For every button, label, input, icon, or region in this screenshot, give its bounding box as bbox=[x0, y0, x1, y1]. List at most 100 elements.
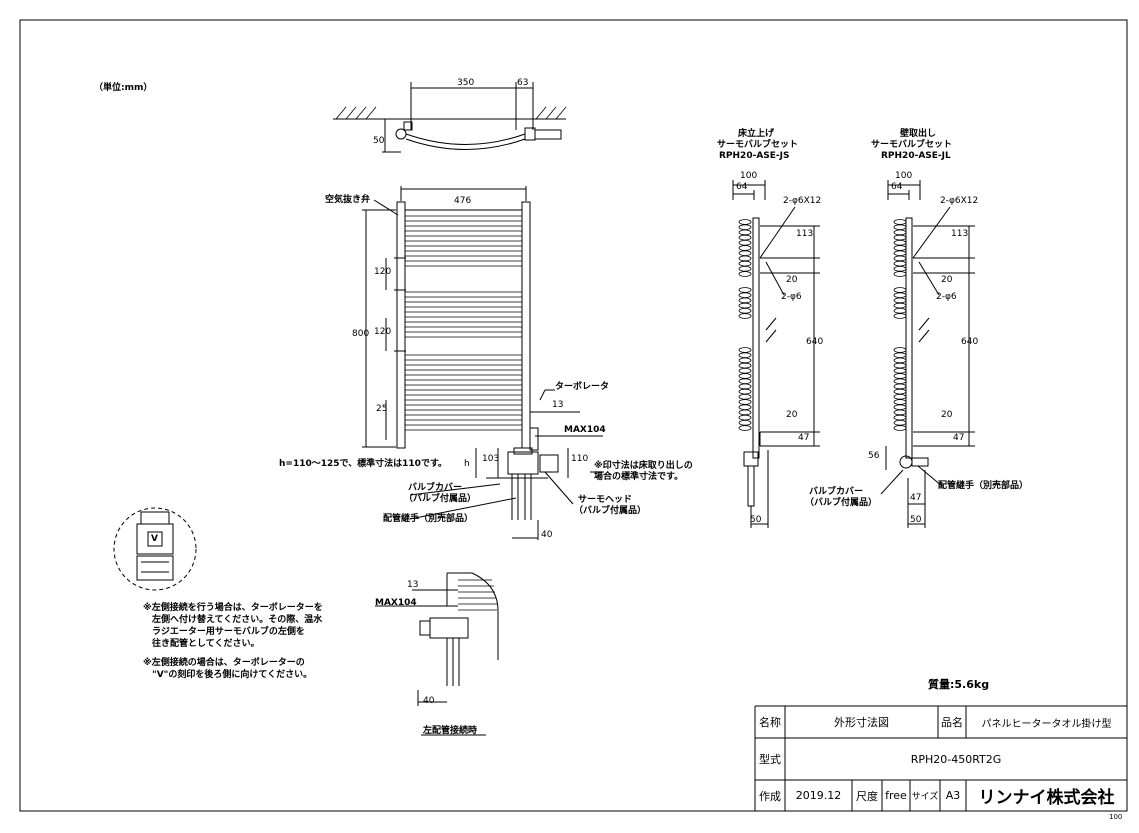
jl-dim-20a: 20 bbox=[941, 275, 953, 285]
jl-holes-1: 2-φ6X12 bbox=[940, 196, 979, 206]
coil-tube bbox=[893, 219, 907, 225]
note-left-connection: ※左側接続を行う場合は、ターボレーターを 左側へ付け替えてください。その際、温水… bbox=[143, 603, 323, 649]
coil-tube bbox=[738, 399, 752, 405]
left-max104: MAX104 bbox=[375, 598, 417, 608]
js-dim-113: 113 bbox=[796, 229, 814, 239]
mark-note-2: 場合の標準寸法です。 bbox=[594, 472, 684, 482]
coil-tube bbox=[893, 409, 907, 416]
thermo-head-label-2: （バルブ付属品） bbox=[574, 506, 647, 516]
coil-tube bbox=[738, 362, 752, 369]
unit-label: （単位:mm） bbox=[94, 83, 153, 93]
jl-dim-64: 64 bbox=[891, 182, 903, 192]
side-view-jl bbox=[880, 180, 975, 528]
coil-tube bbox=[893, 357, 907, 364]
js-title-3: RPH20-ASE-JS bbox=[719, 151, 790, 161]
coil-tube bbox=[893, 313, 907, 319]
front-dim-120b: 120 bbox=[374, 327, 392, 337]
top-dim-350: 350 bbox=[457, 78, 475, 88]
turbulator-label: ターボレータ bbox=[555, 382, 610, 392]
jl-dim-20b: 20 bbox=[941, 410, 953, 420]
js-dim-50: 50 bbox=[750, 515, 762, 525]
coil-tube bbox=[738, 219, 752, 225]
top-dim-50: 50 bbox=[373, 136, 385, 146]
coil-tube bbox=[893, 297, 907, 304]
js-dim-100: 100 bbox=[740, 171, 758, 181]
coil-tube bbox=[738, 367, 752, 374]
coil-tube bbox=[738, 302, 752, 309]
coil-tube bbox=[893, 271, 907, 277]
front-dim-13: 13 bbox=[552, 400, 564, 410]
coil-tube bbox=[893, 292, 907, 299]
coil-tube bbox=[893, 378, 907, 385]
jl-title-2: サーモバルブセット bbox=[871, 140, 953, 150]
coil-tube bbox=[893, 399, 907, 405]
coil-tube bbox=[738, 388, 752, 395]
thermo-head-label-1: サーモヘッド bbox=[578, 495, 633, 505]
mark-note-1: ※印寸法は床取り出しの bbox=[594, 461, 693, 471]
coil-tube bbox=[893, 352, 907, 359]
drawing-border bbox=[19, 19, 1128, 812]
coil-tube bbox=[738, 292, 752, 299]
coil-tube bbox=[738, 240, 752, 246]
tb-size-label: サイズ bbox=[911, 792, 939, 802]
front-dim-110: 110 bbox=[571, 454, 589, 464]
tb-name-label: 名称 bbox=[759, 716, 781, 729]
pipe-joint-label: 配管継手（別売部品） bbox=[383, 514, 474, 524]
coil-tube bbox=[893, 419, 907, 426]
coil-tube bbox=[893, 362, 907, 369]
note-v-mark: ※左側接続の場合は、ターボレーターの "V"の刻印を後ろ側に向けてください。 bbox=[143, 658, 313, 680]
coil-tube bbox=[738, 245, 752, 251]
coil-tube bbox=[893, 265, 907, 272]
coil-tube bbox=[738, 404, 752, 411]
coil-tube bbox=[893, 260, 907, 267]
turbulator-detail bbox=[113, 507, 197, 591]
coil-tube bbox=[893, 425, 907, 431]
tb-model-label: 型式 bbox=[759, 753, 781, 766]
front-dim-800: 800 bbox=[352, 329, 370, 339]
coil-tube bbox=[893, 255, 907, 262]
h-symbol: h bbox=[464, 459, 470, 469]
front-dim-103: 103 bbox=[482, 454, 500, 464]
coil-tube bbox=[738, 224, 752, 231]
left-pipe-detail bbox=[375, 572, 499, 736]
coil-tube bbox=[738, 414, 752, 421]
js-title-2: サーモバルブセット bbox=[717, 140, 799, 150]
coil-tube bbox=[738, 393, 752, 400]
front-dim-25: 25 bbox=[376, 404, 388, 414]
coil-tube bbox=[893, 240, 907, 246]
tb-product-value: パネルヒータータオル掛け型 bbox=[981, 718, 1112, 730]
air-vent-label: 空気抜き弁 bbox=[325, 195, 371, 205]
tb-scale-label: 尺度 bbox=[856, 789, 878, 803]
jl-pipe-joint: 配管継手（別売部品） bbox=[938, 481, 1029, 491]
jl-holes-2: 2-φ6 bbox=[936, 292, 957, 302]
coil-tube bbox=[738, 260, 752, 267]
coil-tube bbox=[738, 271, 752, 277]
coil-tube bbox=[738, 229, 752, 236]
js-dim-640: 640 bbox=[806, 337, 824, 347]
valve-cover-label-1: バルブカバー bbox=[408, 483, 463, 493]
left-dim-13: 13 bbox=[407, 580, 419, 590]
v-mark: V bbox=[151, 534, 158, 544]
coil-tube bbox=[738, 425, 752, 431]
coil-tube bbox=[893, 347, 907, 353]
coil-tube bbox=[893, 234, 907, 241]
js-dim-20b: 20 bbox=[786, 410, 798, 420]
coil-tube bbox=[893, 383, 907, 390]
coil-tube bbox=[738, 313, 752, 319]
tb-model-value: RPH20-450RT2G bbox=[910, 752, 1002, 766]
jl-title-1: 壁取出し bbox=[900, 129, 937, 139]
coil-tube bbox=[893, 404, 907, 411]
tb-maker: リンナイ株式会社 bbox=[978, 788, 1115, 808]
left-pipe-caption: 左配管接続時 bbox=[423, 726, 478, 736]
coil-tube bbox=[738, 255, 752, 262]
jl-dim-50: 50 bbox=[910, 515, 922, 525]
corner-code: 100 bbox=[1109, 813, 1123, 821]
jl-dim-113: 113 bbox=[951, 229, 969, 239]
jl-dim-100: 100 bbox=[895, 171, 913, 181]
coil-tube bbox=[738, 234, 752, 241]
h-note: h=110～125で、標準寸法は110です。 bbox=[279, 459, 448, 469]
front-dim-120a: 120 bbox=[374, 267, 392, 277]
coil-tube bbox=[893, 373, 907, 379]
side-view-js bbox=[732, 180, 820, 528]
